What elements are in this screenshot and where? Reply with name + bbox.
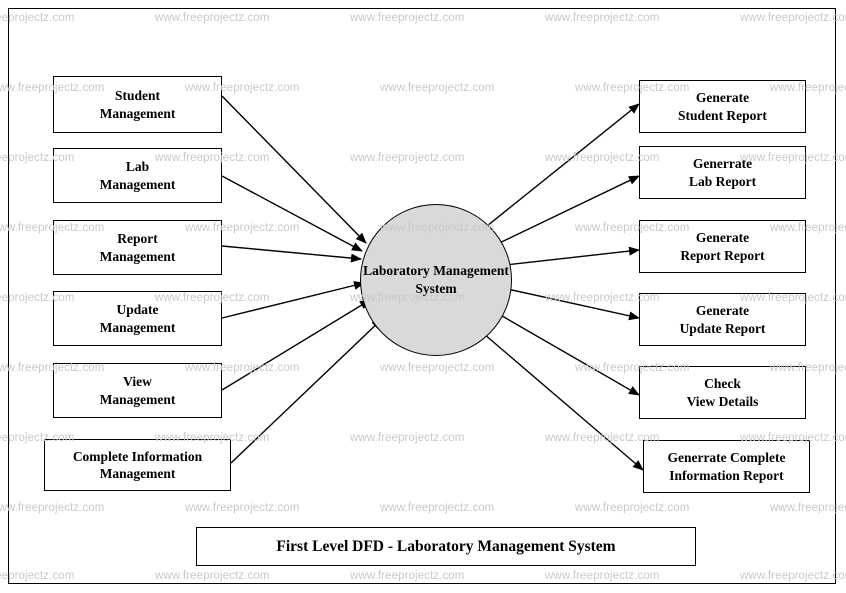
arrow-process-to-generate-report-report: [504, 246, 640, 266]
entity-lab-management[interactable]: Lab Management: [53, 148, 222, 203]
entity-student-management-label: Student Management: [100, 87, 176, 122]
entity-label-line2: Management: [99, 319, 176, 335]
entity-view-management[interactable]: View Management: [53, 363, 222, 418]
arrow-process-to-generate-lab-report: [488, 175, 640, 249]
entity-generate-report-report[interactable]: Generate Report Report: [639, 220, 806, 273]
process-laboratory-management-system[interactable]: Laboratory Management System: [360, 204, 512, 356]
entity-label-line1: Generrate Complete: [667, 450, 786, 466]
entity-label-line2: Report Report: [680, 247, 765, 263]
entity-generate-update-report-label: Generate Update Report: [680, 302, 766, 337]
entity-label-line1: Check: [704, 376, 741, 392]
entity-update-management[interactable]: Update Management: [53, 291, 222, 346]
arrow-process-to-generate-update-report: [502, 287, 640, 321]
entity-generate-complete-information-report-label: Generrate Complete Information Report: [667, 449, 785, 484]
entity-generate-lab-report-label: Generrate Lab Report: [689, 155, 756, 190]
arrow-lab-management-to-process: [221, 175, 363, 252]
entity-label-line1: Generate: [695, 90, 750, 106]
entity-label-line1: Lab: [125, 159, 150, 175]
entity-report-management-label: Report Management: [100, 230, 176, 265]
entity-generate-lab-report[interactable]: Generrate Lab Report: [639, 146, 806, 199]
arrow-report-management-to-process: [221, 245, 362, 263]
entity-label-line1: Report: [117, 231, 158, 247]
entity-complete-information-management-label: Complete Information Management: [73, 448, 202, 483]
diagram-outer-border: [8, 8, 836, 584]
entity-label-line1: Generrate: [692, 156, 753, 172]
entity-label-line2: Update Report: [679, 320, 766, 336]
process-label: Laboratory Management System: [361, 262, 511, 297]
entity-student-management[interactable]: Student Management: [53, 76, 222, 133]
diagram-caption-text: First Level DFD - Laboratory Management …: [276, 537, 616, 555]
arrow-process-to-generate-complete-information-report: [469, 321, 644, 471]
entity-view-management-label: View Management: [100, 373, 176, 408]
entity-update-management-label: Update Management: [100, 301, 176, 336]
entity-generate-update-report[interactable]: Generate Update Report: [639, 293, 806, 346]
entity-label-line2: Management: [99, 466, 176, 481]
entity-label-line2: Information Report: [669, 467, 784, 483]
process-label-line1: Laboratory: [363, 263, 430, 279]
arrow-process-to-check-view-details: [489, 308, 640, 396]
entity-lab-management-label: Lab Management: [100, 158, 176, 193]
arrow-process-to-generate-student-report: [471, 103, 640, 239]
entity-label-line2: Management: [99, 248, 176, 264]
entity-label-line2: Management: [99, 176, 176, 192]
entity-label-line1: Student: [114, 88, 160, 104]
entity-generate-student-report[interactable]: Generate Student Report: [639, 80, 806, 133]
entity-label-line1: Update: [116, 302, 159, 318]
entity-check-view-details-label: Check View Details: [687, 375, 759, 410]
entity-label-line2: Student Report: [678, 107, 767, 123]
arrow-view-management-to-process: [221, 299, 371, 391]
arrow-complete-information-management-to-process: [230, 318, 383, 464]
entity-label-line1: Generate: [695, 303, 750, 319]
entity-label-line1: View: [123, 374, 152, 390]
entity-label-line1: Generate: [695, 230, 750, 246]
entity-check-view-details[interactable]: Check View Details: [639, 366, 806, 419]
arrow-update-management-to-process: [221, 281, 365, 319]
entity-label-line2: View Details: [686, 393, 759, 409]
entity-generate-complete-information-report[interactable]: Generrate Complete Information Report: [643, 440, 810, 493]
entity-label-line2: Management: [99, 105, 176, 121]
process-label-line2: Management: [433, 263, 509, 279]
arrow-student-management-to-process: [221, 95, 367, 244]
entity-label-line1: Complete Information: [72, 448, 203, 464]
diagram-caption: First Level DFD - Laboratory Management …: [196, 527, 696, 566]
entity-label-line2: Lab Report: [688, 173, 757, 189]
entity-generate-student-report-label: Generate Student Report: [678, 89, 767, 124]
process-label-line3: System: [415, 281, 457, 296]
entity-complete-information-management[interactable]: Complete Information Management: [44, 439, 231, 491]
entity-report-management[interactable]: Report Management: [53, 220, 222, 275]
entity-generate-report-report-label: Generate Report Report: [680, 229, 764, 264]
entity-label-line2: Management: [99, 391, 176, 407]
